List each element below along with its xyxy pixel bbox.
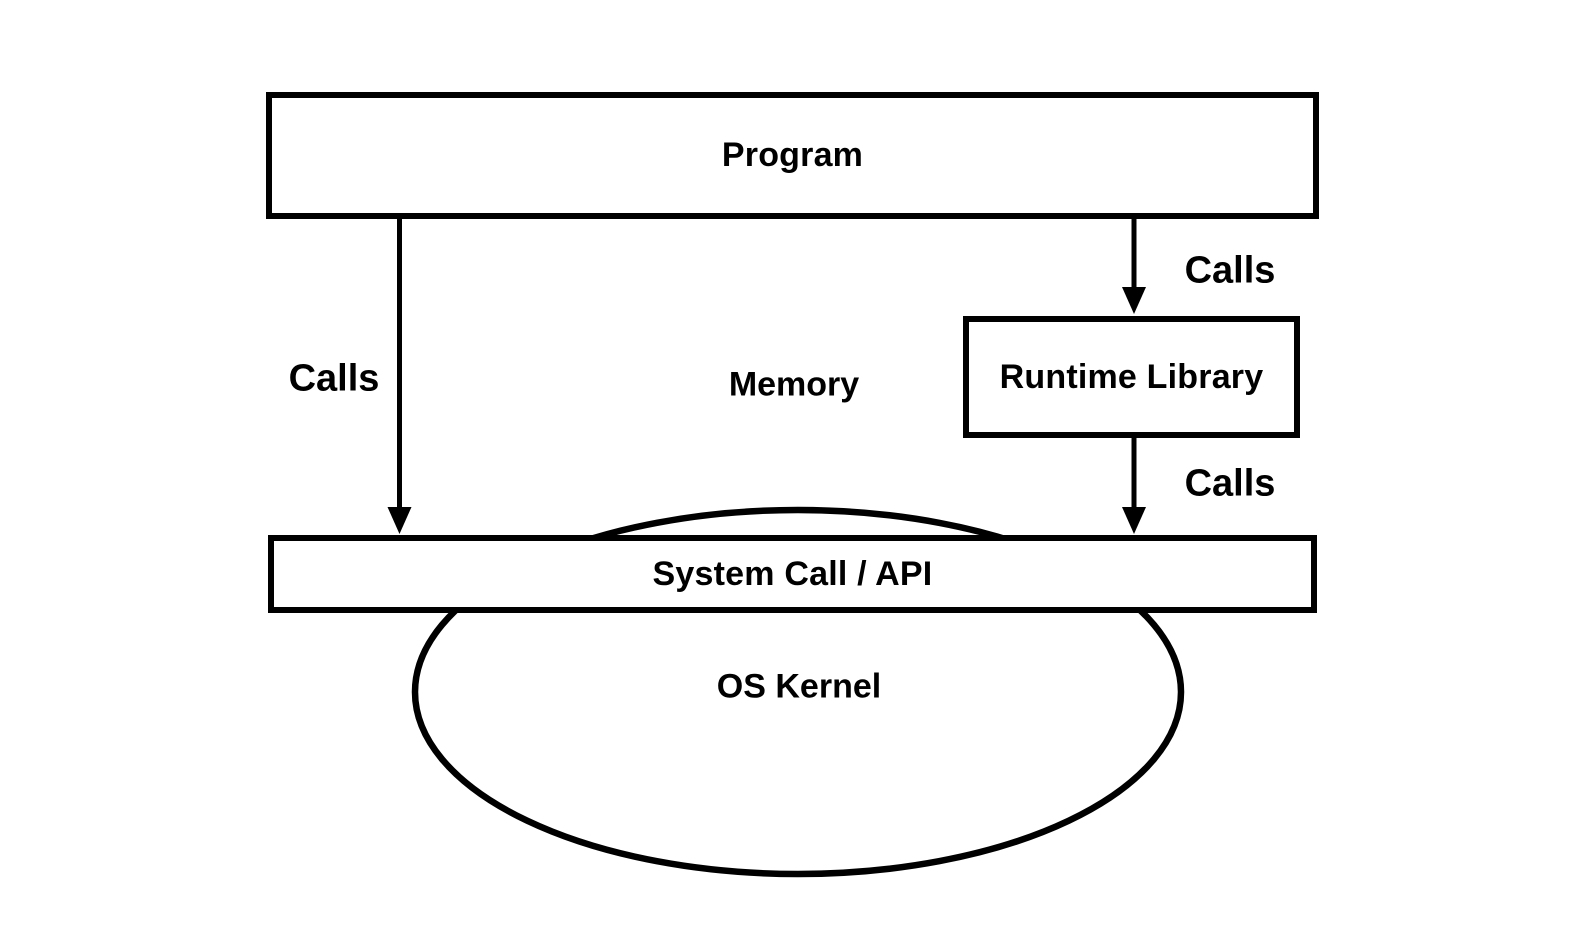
calls-label-program-to-runtime: Calls [1184, 249, 1276, 292]
program-node: Program [266, 92, 1319, 219]
system-call-api-node-label: System Call / API [652, 554, 933, 593]
runtime-library-node-label: Runtime Library [999, 357, 1264, 396]
system-call-api-node: System Call / API [268, 535, 1317, 613]
runtime-to-syscall-arrowhead [1122, 507, 1146, 534]
os-kernel-node-label: OS Kernel [716, 667, 882, 706]
memory-label: Memory [728, 365, 860, 404]
program-to-syscall-arrowhead [387, 507, 412, 534]
calls-label-runtime-to-syscall: Calls [1184, 462, 1276, 505]
runtime-library-node: Runtime Library [963, 316, 1300, 438]
program-node-label: Program [721, 136, 864, 174]
calls-label-program-to-syscall: Calls [288, 357, 380, 400]
program-to-runtime-arrowhead [1122, 287, 1146, 314]
